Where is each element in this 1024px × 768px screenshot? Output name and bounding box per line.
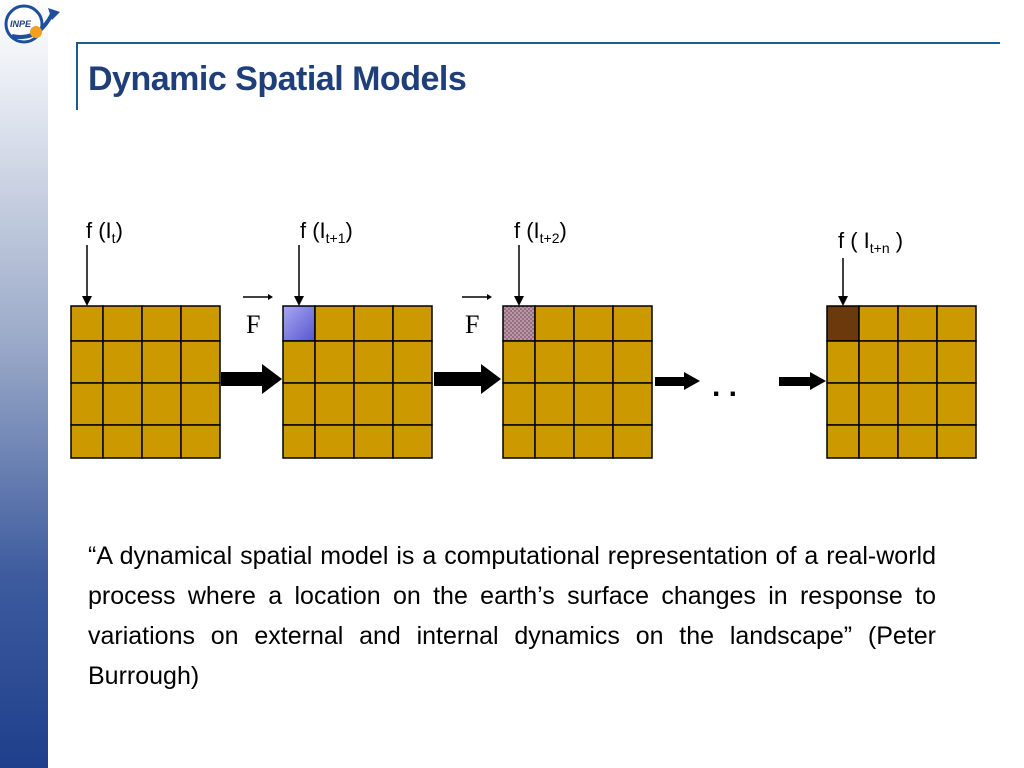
grid-cell (353, 424, 394, 459)
grid-cell (282, 382, 316, 426)
grid-4 (826, 305, 977, 459)
grid-cell (534, 424, 575, 459)
slide-title: Dynamic Spatial Models (88, 60, 467, 98)
ellipsis: . . (712, 370, 737, 403)
pointer-arrow-2 (294, 245, 304, 306)
transition-f-2: F (465, 310, 480, 339)
grid-cell (858, 340, 899, 384)
grid-cell (858, 305, 899, 342)
label-f-it1: f (It+1) (300, 218, 353, 246)
grid-cell (502, 424, 536, 459)
grid-cell (392, 340, 433, 384)
label-f-itn: f ( It+n ) (838, 228, 904, 256)
transition-arrow-1 (221, 364, 282, 394)
grid-cell (858, 424, 899, 459)
grid-cell (392, 382, 433, 426)
grid-cell (502, 382, 536, 426)
pointer-arrow-4 (838, 258, 848, 306)
grid-cell (353, 382, 394, 426)
grid-cell (936, 382, 977, 426)
highlighted-cell (282, 305, 316, 342)
grid-cell (936, 424, 977, 459)
grid-cell (282, 340, 316, 384)
grid-cell (936, 305, 977, 342)
grid-cell (70, 305, 104, 342)
grid-cell (392, 305, 433, 342)
grid-cell (314, 340, 355, 384)
grid-cell (612, 305, 653, 342)
transition-arrow-4 (779, 372, 826, 390)
grid-cell (70, 340, 104, 384)
logo-text: INPE (10, 19, 32, 29)
grid-cell (573, 382, 614, 426)
grid-cell (102, 382, 143, 426)
inpe-logo: INPE (4, 4, 60, 44)
grid-cell (102, 424, 143, 459)
grid-cell (897, 340, 938, 384)
grid-cell (573, 305, 614, 342)
grid-cell (102, 305, 143, 342)
grid-cell (180, 340, 221, 384)
vector-bar-1 (243, 294, 273, 300)
grid-cell (314, 424, 355, 459)
highlighted-cell (826, 305, 860, 342)
grid-cell (534, 340, 575, 384)
grid-cell (612, 382, 653, 426)
title-rule-horizontal (76, 42, 1000, 44)
grid-cell (282, 424, 316, 459)
grid-cell (180, 305, 221, 342)
grids-group (70, 305, 977, 459)
label-f-it2: f (It+2) (514, 218, 567, 246)
grid-cell (573, 340, 614, 384)
grid-cell (897, 305, 938, 342)
grid-cell (826, 340, 860, 384)
grid-cell (897, 382, 938, 426)
grid-cell (141, 305, 182, 342)
grid-cell (826, 424, 860, 459)
side-gradient-bar (0, 0, 48, 768)
pointer-arrow-1 (82, 245, 92, 306)
grid-cell (314, 305, 355, 342)
grid-cell (534, 305, 575, 342)
grid-cell (141, 382, 182, 426)
grid-cell (353, 305, 394, 342)
grid-cell (314, 382, 355, 426)
grid-cell (936, 340, 977, 384)
grid-cell (180, 424, 221, 459)
vector-bar-2 (462, 294, 492, 300)
grid-cell (70, 424, 104, 459)
highlighted-cell (502, 305, 536, 342)
grid-cell (141, 424, 182, 459)
grid-cell (534, 382, 575, 426)
title-rule-vertical (76, 42, 78, 110)
grid-cell (858, 382, 899, 426)
grid-cell (392, 424, 433, 459)
grid-cell (612, 424, 653, 459)
grid-cell (897, 424, 938, 459)
grid-cell (612, 340, 653, 384)
label-f-it: f (It) (86, 218, 123, 246)
definition-quote: “A dynamical spatial model is a computat… (88, 542, 936, 690)
grid-cell (70, 382, 104, 426)
transition-arrow-2 (434, 364, 501, 394)
grid-2 (282, 305, 433, 459)
grid-3 (502, 305, 653, 459)
grid-cell (102, 340, 143, 384)
transition-f-1: F (246, 310, 261, 339)
grid-cell (353, 340, 394, 384)
pointer-arrow-3 (514, 245, 524, 306)
grid-cell (180, 382, 221, 426)
transition-arrow-3 (655, 372, 700, 390)
grid-cell (573, 424, 614, 459)
grid-1 (70, 305, 221, 459)
grid-cell (826, 382, 860, 426)
grid-cell (141, 340, 182, 384)
grid-cell (502, 340, 536, 384)
